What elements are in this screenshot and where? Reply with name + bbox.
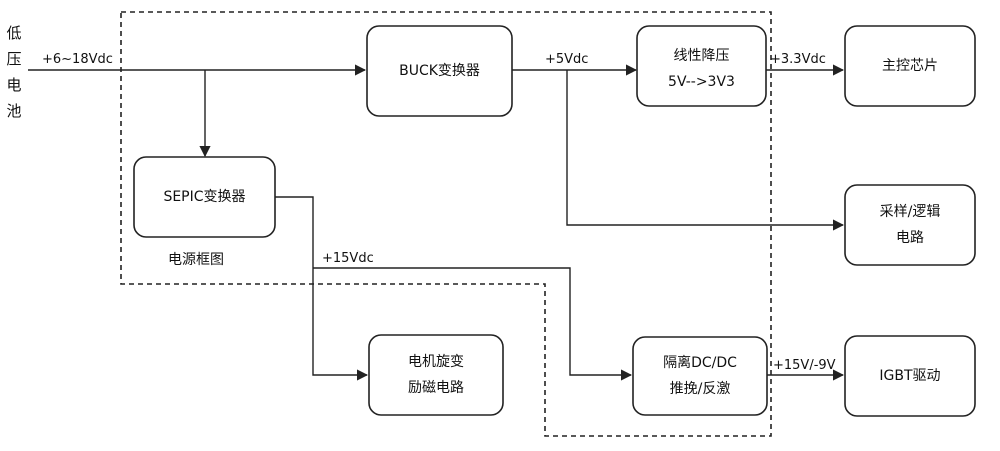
block-resolver: 电机旋变 励磁电路	[368, 334, 504, 416]
wire-label-5v: +5Vdc	[545, 52, 588, 67]
block-linear-label-1: 线性降压	[674, 48, 730, 64]
wire-5v-to-sampling	[566, 70, 845, 231]
block-mcu-label: 主控芯片	[882, 58, 938, 74]
wire-label-input: +6~18Vdc	[42, 52, 113, 67]
battery-char-2: 压	[6, 50, 21, 68]
wire-label-15v: +15Vdc	[322, 251, 374, 266]
battery-char-3: 电	[6, 76, 21, 94]
block-isolated: 隔离DC/DC 推挽/反激	[632, 336, 768, 416]
block-mcu: 主控芯片	[844, 25, 976, 107]
block-linear: 线性降压 5V-->3V3	[636, 25, 767, 107]
block-sepic: SEPIC变换器	[133, 156, 276, 238]
wire-sepic-to-resolver	[275, 196, 369, 381]
block-linear-label-2: 5V-->3V3	[668, 74, 735, 90]
block-isolated-label-1: 隔离DC/DC	[663, 354, 737, 371]
wire-label-3v3: +3.3Vdc	[770, 52, 826, 67]
block-buck-label: BUCK变换器	[399, 62, 480, 79]
battery-char-4: 池	[6, 102, 21, 120]
block-resolver-label-2: 励磁电路	[408, 380, 464, 396]
power-frame-outline	[120, 11, 772, 437]
wire-label-igbt-supply: +15V/-9V	[773, 358, 836, 373]
battery-char-1: 低	[6, 24, 21, 42]
wires	[28, 64, 845, 381]
battery-label: 低 压 电 池	[6, 24, 21, 120]
block-sepic-label: SEPIC变换器	[163, 188, 245, 205]
block-buck: BUCK变换器	[366, 25, 513, 117]
block-sampling-label-1: 采样/逻辑	[880, 204, 941, 220]
block-sampling-label-2: 电路	[896, 230, 924, 246]
wire-15v-to-isolated	[313, 267, 633, 381]
block-igbt: IGBT驱动	[844, 335, 976, 417]
block-sampling: 采样/逻辑 电路	[844, 184, 976, 266]
block-igbt-label: IGBT驱动	[879, 368, 940, 384]
block-isolated-label-2: 推挽/反激	[670, 380, 731, 397]
frame-label: 电源框图	[168, 252, 224, 268]
block-resolver-label-1: 电机旋变	[408, 354, 464, 370]
